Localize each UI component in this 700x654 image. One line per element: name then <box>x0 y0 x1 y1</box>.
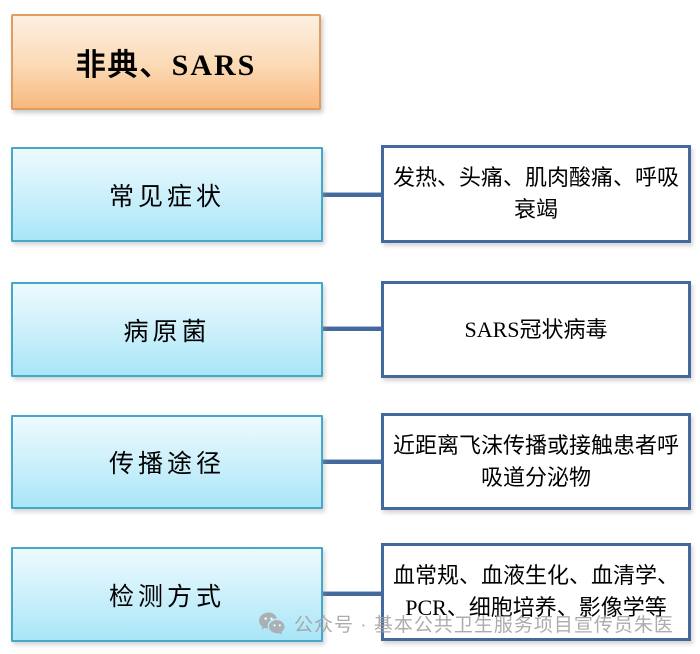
description-box-pathogen: SARS冠状病毒 <box>381 281 691 378</box>
connector-line <box>322 459 381 464</box>
description-text: SARS冠状病毒 <box>464 316 608 342</box>
watermark-text: 公众号 · 基本公共卫生服务项目宣传员朱医 <box>294 615 674 636</box>
connector-line <box>322 326 381 331</box>
diagram-title: 非典、SARS <box>11 14 321 110</box>
connector-line <box>322 192 381 197</box>
category-label: 传播途径 <box>108 451 225 478</box>
category-box-detection: 检测方式 <box>11 547 323 642</box>
wechat-icon <box>259 612 285 635</box>
category-label: 病原菌 <box>123 318 211 346</box>
category-box-pathogen: 病原菌 <box>11 282 323 377</box>
description-box-transmission: 近距离飞沫传播或接触患者呼吸道分泌物 <box>381 413 691 510</box>
description-text: 血常规、血液生化、血清学、PCR、细胞培养、影像学等 <box>392 563 679 620</box>
category-box-transmission: 传播途径 <box>11 415 323 509</box>
category-label: 常见症状 <box>108 183 225 211</box>
watermark: 公众号 · 基本公共卫生服务项目宣传员朱医 <box>258 610 674 637</box>
connector-line <box>322 591 381 596</box>
description-text: 发热、头痛、肌肉酸痛、呼吸衰竭 <box>392 165 679 222</box>
category-label: 检测方式 <box>108 583 225 611</box>
diagram-title-label: 非典、SARS <box>75 49 257 82</box>
description-box-symptoms: 发热、头痛、肌肉酸痛、呼吸衰竭 <box>381 145 691 243</box>
description-box-detection: 血常规、血液生化、血清学、PCR、细胞培养、影像学等 <box>381 543 691 641</box>
description-text: 近距离飞沫传播或接触患者呼吸道分泌物 <box>392 432 679 490</box>
category-box-symptoms: 常见症状 <box>11 147 323 242</box>
